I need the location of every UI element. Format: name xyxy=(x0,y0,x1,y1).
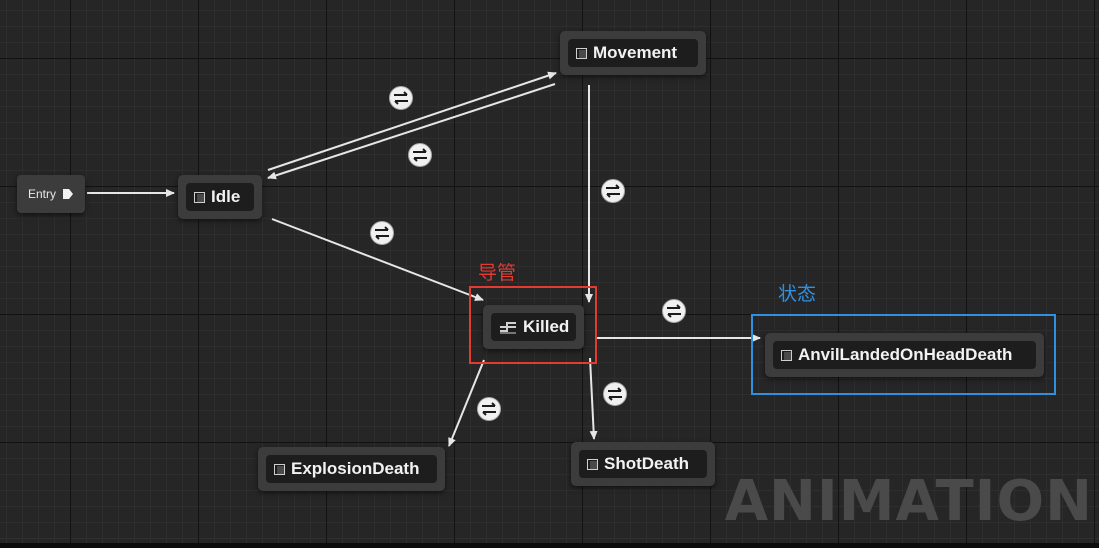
transition-idle-killed xyxy=(271,218,484,301)
state-icon xyxy=(587,458,598,470)
state-label-anvil-death: AnvilLandedOnHeadDeath xyxy=(798,345,1013,364)
state-node-explosion-death[interactable]: ExplosionDeath xyxy=(258,447,445,491)
transition-rule-icon[interactable] xyxy=(601,179,625,203)
transition-rule-icon[interactable] xyxy=(603,382,627,406)
state-icon xyxy=(781,349,792,361)
state-icon xyxy=(274,463,285,475)
transition-movement-idle xyxy=(267,83,556,180)
conduit-label-killed: Killed xyxy=(523,317,570,336)
state-label-movement: Movement xyxy=(593,43,678,62)
state-label-idle: Idle xyxy=(211,187,241,206)
state-node-idle[interactable]: Idle xyxy=(178,175,262,219)
transition-rule-icon[interactable] xyxy=(389,86,413,110)
bottom-edge-bar xyxy=(0,543,1099,548)
state-node-shot-death[interactable]: ShotDeath xyxy=(571,442,715,486)
entry-label: Entry xyxy=(27,187,56,201)
state-annotation-label: 状态 xyxy=(778,284,817,305)
state-node-movement[interactable]: Movement xyxy=(560,31,706,75)
entry-node[interactable]: Entry xyxy=(17,175,85,213)
transition-killed-shot xyxy=(589,357,598,440)
conduit-node-killed[interactable]: Killed xyxy=(483,305,584,349)
state-icon xyxy=(194,191,205,203)
transition-rule-icon[interactable] xyxy=(662,299,686,323)
conduit-icon xyxy=(500,322,516,334)
state-label-shot-death: ShotDeath xyxy=(604,454,689,473)
animation-watermark: ANIMATION xyxy=(724,469,1093,534)
transition-rule-icon[interactable] xyxy=(370,221,394,245)
transition-rule-icon[interactable] xyxy=(408,143,432,167)
transition-killed-explosion xyxy=(448,359,485,447)
state-highlight-box xyxy=(751,314,1056,395)
conduit-annotation-label: 导管 xyxy=(478,263,517,284)
entry-arrow-icon xyxy=(63,189,73,199)
state-node-anvil-death[interactable]: AnvilLandedOnHeadDeath xyxy=(765,333,1044,377)
state-icon xyxy=(576,47,587,59)
transition-idle-movement xyxy=(267,71,557,171)
transition-rule-icon[interactable] xyxy=(477,397,501,421)
conduit-highlight-box xyxy=(469,286,597,364)
state-label-explosion-death: ExplosionDeath xyxy=(291,459,420,478)
